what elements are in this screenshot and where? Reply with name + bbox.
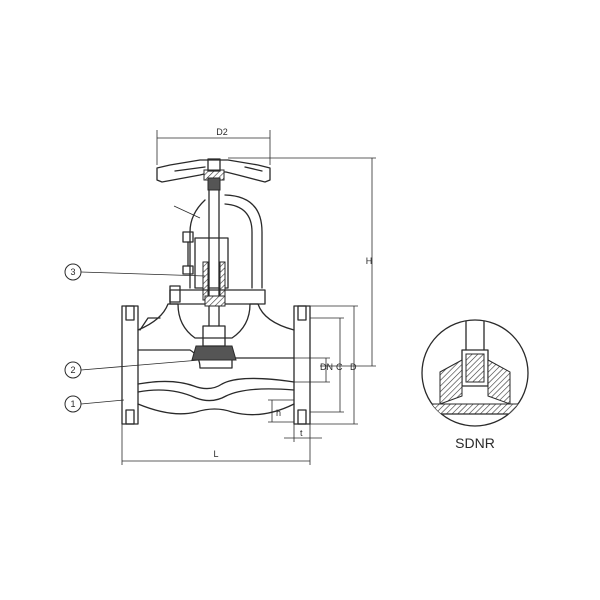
callout-1: 1 — [64, 395, 125, 413]
dim-l: L — [121, 424, 311, 465]
dim-h: H — [228, 157, 376, 367]
svg-text:h: h — [276, 408, 281, 418]
dim-d: D — [310, 305, 358, 425]
svg-text:2: 2 — [70, 365, 75, 375]
dim-h-small: h — [268, 399, 294, 423]
dim-c: C — [310, 317, 344, 413]
svg-text:DN: DN — [320, 362, 333, 372]
yoke — [169, 194, 266, 307]
detail-sdnr: SDNR — [421, 319, 529, 451]
callout-2: 2 — [64, 359, 201, 379]
svg-text:SDNR: SDNR — [455, 435, 495, 451]
svg-text:1: 1 — [70, 399, 75, 409]
handwheel — [156, 158, 271, 191]
svg-text:C: C — [336, 362, 343, 372]
svg-text:D: D — [350, 362, 357, 372]
callout-3: 3 — [64, 263, 206, 281]
dim-t: t — [284, 424, 322, 442]
svg-text:L: L — [213, 449, 218, 459]
svg-text:t: t — [300, 428, 303, 438]
dim-d2: D2 — [156, 127, 271, 165]
svg-text:D2: D2 — [216, 127, 228, 137]
svg-text:3: 3 — [70, 267, 75, 277]
dim-dn: DN — [294, 357, 333, 383]
svg-text:H: H — [366, 256, 373, 266]
